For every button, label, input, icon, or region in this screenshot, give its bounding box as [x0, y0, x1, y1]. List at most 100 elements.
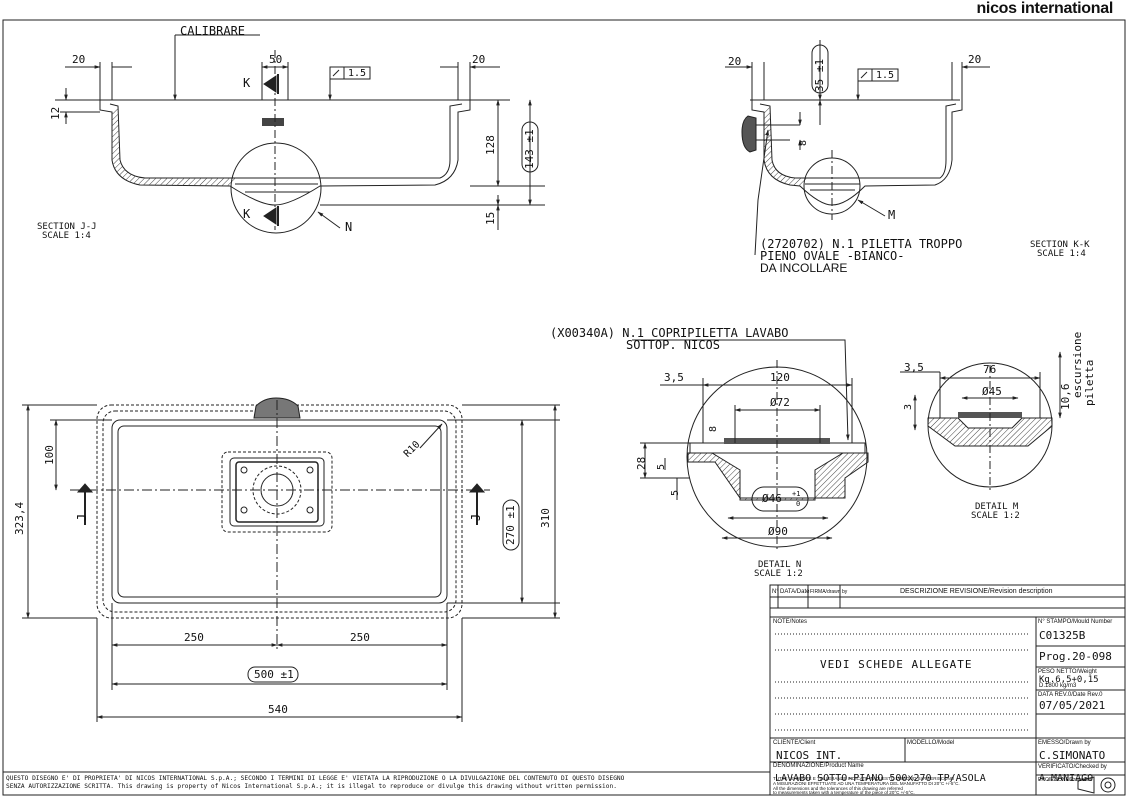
- weight-value: Kg.6,5+0,15: [1039, 675, 1099, 685]
- rev-col-date: DATA/Date: [780, 589, 810, 595]
- section-jj-hatch-fill: [112, 106, 240, 186]
- section-jj-inner-profile: [109, 103, 463, 179]
- dim-500-box: [247, 666, 299, 683]
- footer-line-2: SENZA AUTORIZZAZIONE SCRITTA. This drawi…: [6, 783, 617, 790]
- jj-dim-50: 50: [269, 53, 283, 66]
- detail-m-dim-3-5: 3,5: [904, 361, 924, 374]
- jj-flatness-frame: [329, 66, 371, 80]
- stamp-value: C01325B: [1039, 629, 1086, 642]
- detail-n-dim-3-5: 3,5: [664, 371, 684, 384]
- j-marker-right: J: [469, 513, 483, 521]
- jj-dim-128: 128: [484, 135, 497, 155]
- detail-n-dim-46: Ø46: [762, 492, 782, 505]
- dim-270-box: [502, 499, 520, 551]
- detail-n-dim-120: 120: [770, 371, 790, 384]
- section-kk-outer-profile: [751, 100, 963, 206]
- detail-n-caption-2: SCALE 1:2: [754, 569, 803, 579]
- tolerance-line-3: All the dimensions and the tolerances of…: [773, 786, 903, 791]
- tolerance-line-2: A MISURAZIONI EFFETTUATE AD UNA TEMPERAT…: [773, 781, 960, 786]
- tolerance-line-4: to measurements taken with a temperature…: [773, 790, 915, 795]
- detail-n-note-line-2: SOTTOP. NICOS: [626, 338, 720, 352]
- kk-dim-35: 35 ±1: [813, 58, 826, 92]
- calibrare-label: CALIBRARE: [180, 24, 246, 38]
- k-marker-bottom: K: [243, 207, 251, 221]
- plan-view-drawing: [22, 397, 560, 722]
- kk-note-line-3: DA INCOLLARE: [760, 261, 848, 275]
- client-value: NICOS INT.: [776, 749, 843, 762]
- date-value: 07/05/2021: [1039, 699, 1106, 712]
- product-value: LAVABO SOTTO-PIANO 500x270 TP/ASOLA: [775, 773, 986, 784]
- plan-dim-100: 100: [43, 445, 56, 465]
- date-label: DATA REV.0/Date Rev.0: [1038, 692, 1103, 698]
- detail-n-dim-72: Ø72: [770, 396, 790, 409]
- kk-flatness-value: 1.5: [876, 70, 895, 81]
- detail-m-drawing: [900, 351, 1062, 490]
- detail-n-dim-28: 28: [635, 456, 648, 470]
- drawn-label: EMESSO/Drawn by: [1038, 740, 1091, 746]
- callout-n: N: [345, 220, 353, 234]
- detail-n-dim-5b: 5: [670, 489, 681, 496]
- jj-flatness-value: 1.5: [348, 68, 367, 79]
- plan-dim-270: 270 ±1: [504, 505, 517, 545]
- jj-dim-12: 12: [49, 106, 62, 120]
- kk-dim-20-right: 20: [968, 53, 982, 66]
- detail-n-slot: [751, 486, 809, 512]
- projection-label: PROIEZIONE/Projection: [1038, 777, 1093, 783]
- rev-col-n: N°: [772, 589, 779, 595]
- plan-bowl-outline: [111, 419, 448, 604]
- plan-dim-310: 310: [539, 508, 552, 528]
- kk-note-line-2: PIENO OVALE -BIANCO-: [760, 249, 905, 263]
- plan-drain-outer: [221, 451, 333, 533]
- plan-dim-250-left: 250: [184, 631, 204, 644]
- n-leader: [317, 211, 341, 229]
- brand-name: nicos international: [976, 0, 1113, 17]
- detail-n-body: [687, 452, 869, 501]
- m-leader: [857, 199, 886, 217]
- k-arrow-bottom: [263, 207, 277, 225]
- dim-35-box: [811, 44, 829, 94]
- detail-n-dim-46-tol-upper: +1: [792, 490, 801, 498]
- detail-m-dim-3: 3: [903, 403, 914, 410]
- section-jj-detail-circle: [230, 142, 322, 234]
- section-kk-caption-1: SECTION K-K: [1030, 240, 1090, 250]
- notes-label: NOTE/Notes: [773, 619, 808, 625]
- notes-text: VEDI SCHEDE ALLEGATE: [820, 658, 973, 671]
- detail-n-caption-1: DETAIL N: [758, 560, 802, 570]
- model-label: MODELLO/Model: [907, 740, 955, 746]
- jj-dim-20-left: 20: [72, 53, 86, 66]
- rev-col-desc: DESCRIZIONE REVISIONE/Revision descripti…: [900, 588, 1053, 595]
- footer-line-1: QUESTO DISEGNO E' DI PROPRIETA' DI NICOS…: [6, 775, 625, 782]
- plan-dim-323: 323,4: [13, 501, 26, 535]
- plan-dim-500: 500 ±1: [254, 668, 294, 681]
- checked-value: A.MANIAGO: [1039, 773, 1094, 784]
- section-kk-caption-2: SCALE 1:4: [1037, 249, 1086, 259]
- rev-col-sign: FIRMA/drawn by: [810, 589, 848, 595]
- tolerance-line-1: TUTTE LE QUOTE E TOLLERANZE INDICATE IN …: [773, 776, 955, 781]
- detail-n-dim-8: 8: [708, 425, 719, 432]
- k-marker-top: K: [243, 76, 251, 90]
- j-marker-left: J: [75, 513, 89, 521]
- product-label: DENOMINAZIONE/Product Name: [773, 763, 864, 769]
- title-block-frame: [769, 584, 1126, 796]
- detail-n-dim-90: Ø90: [768, 525, 788, 538]
- jj-dim-143: 143 ±1: [523, 129, 536, 169]
- detail-n-dim-5a: 5: [656, 463, 667, 470]
- projection-symbol: [1077, 776, 1095, 794]
- weight-label: PESO NETTO/Weight: [1038, 669, 1097, 675]
- detail-m-piletta: piletta: [1083, 359, 1096, 406]
- detail-m-caption-2: SCALE 1:2: [971, 511, 1020, 521]
- dim-143-box: [521, 121, 539, 173]
- checked-label: VERIFICATO/Checked by: [1038, 764, 1107, 770]
- k-arrow-top: [263, 75, 277, 93]
- client-label: CLIENTE/Client: [773, 740, 816, 746]
- kk-note-line-1: (2720702) N.1 PILETTA TROPPO: [760, 237, 963, 251]
- detail-m-caption-1: DETAIL M: [975, 502, 1019, 512]
- section-jj-caption-1: SECTION J-J: [37, 222, 97, 232]
- piletta-note-leader: [754, 129, 770, 256]
- jj-dim-20-right: 20: [472, 53, 486, 66]
- kk-dim-8: 8: [798, 139, 809, 146]
- section-jj-outer-profile: [99, 100, 471, 206]
- kk-flatness-frame: [857, 68, 899, 82]
- section-jj-probe: [262, 118, 284, 126]
